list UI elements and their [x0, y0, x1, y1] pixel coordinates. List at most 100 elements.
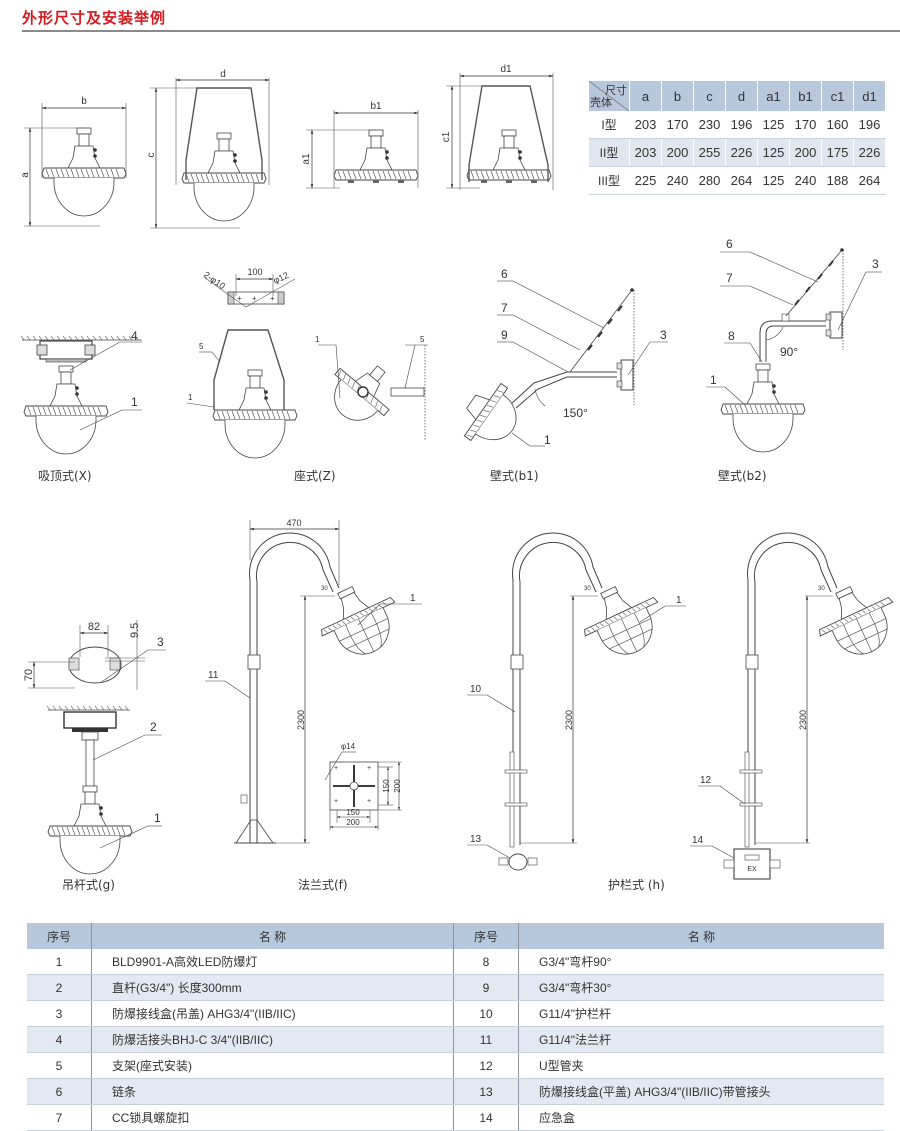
callout-2: 2	[150, 720, 157, 734]
page-title: 外形尺寸及安装举例	[22, 9, 167, 27]
header-no-left: 序号	[27, 923, 92, 949]
angle-90: 90°	[780, 345, 798, 359]
caption-guardrail: 护栏式 (h)	[608, 878, 665, 892]
dim-label-470: 470	[286, 518, 301, 528]
cell: 225	[629, 166, 662, 195]
part-no: 6	[27, 1078, 92, 1105]
corner-cell: 尺寸 壳体	[589, 81, 630, 111]
figure-ceiling-mount: 4 1	[20, 329, 142, 455]
dim-label-hole-14: φ14	[341, 742, 356, 751]
cell: 200	[789, 138, 822, 167]
figure-type-a1-b1: b1 a1	[301, 101, 419, 189]
cell: 255	[693, 138, 726, 167]
callout-5: 5	[199, 342, 204, 351]
part-name: 防爆接线盒(吊盖) AHG3/4"(IIB/IIC)	[91, 1000, 454, 1027]
corner-top-label: 尺寸	[605, 85, 627, 97]
callout-13: 13	[470, 834, 482, 845]
callout-5b: 5	[420, 335, 425, 344]
part-name: U型管夹	[518, 1052, 884, 1079]
part-name: G3/4"弯杆90°	[518, 949, 884, 975]
callout-3: 3	[872, 257, 879, 271]
callout-12: 12	[700, 775, 712, 786]
part-no: 2	[27, 974, 92, 1001]
figure-wall-b1: 150° 6 7 9 3 1	[463, 267, 668, 447]
svg-text:+: +	[334, 798, 338, 805]
callout-11: 11	[208, 670, 219, 681]
caption-flange: 法兰式(f)	[298, 878, 348, 892]
callout-10: 10	[470, 684, 482, 695]
callout-8: 8	[728, 329, 735, 343]
cell: 175	[821, 138, 854, 167]
part-no: 1	[27, 949, 92, 975]
header-no-right: 序号	[453, 923, 519, 949]
dim-label-200-v: 200	[393, 779, 402, 793]
parts-row: 4 防爆活接头BHJ-C 3/4"(IIB/IIC) 11 G11/4"法兰杆	[27, 1026, 884, 1053]
dimension-table-header: 尺寸 壳体 a b c d a1 b1 c1 d1	[589, 81, 886, 111]
col-b1: b1	[789, 81, 822, 111]
callout-1: 1	[131, 395, 138, 409]
dim-label-c1: c1	[441, 131, 452, 142]
dim-label-70: 70	[23, 669, 35, 681]
part-no: 11	[453, 1026, 519, 1053]
callout-6: 6	[501, 267, 508, 281]
dimension-row: I型 203 170 230 196 125 170 160 196	[589, 111, 886, 139]
cell: 203	[629, 138, 662, 167]
row-type: II型	[589, 138, 630, 167]
part-name: 防爆活接头BHJ-C 3/4"(IIB/IIC)	[91, 1026, 454, 1053]
figure-pendant: 82 9.5 70 3 2 1	[23, 620, 166, 875]
dim-label-a: a	[20, 172, 31, 178]
cell: 125	[757, 138, 790, 167]
svg-text:+: +	[367, 765, 371, 772]
callout-1: 1	[154, 811, 161, 825]
cell: 226	[725, 138, 758, 167]
dim-label-hole-left: 2-φ10	[202, 269, 227, 291]
callout-7: 7	[726, 271, 733, 285]
dimension-table: 尺寸 壳体 a b c d a1 b1 c1 d1 I型 203 170 230…	[589, 81, 886, 195]
dim-label-100: 100	[247, 267, 262, 277]
parts-row: 3 防爆接线盒(吊盖) AHG3/4"(IIB/IIC) 10 G11/4"护栏…	[27, 1000, 884, 1027]
dim-label-b: b	[81, 96, 87, 107]
callout-3: 3	[660, 328, 667, 342]
cell: 280	[693, 166, 726, 195]
figure-type-c1-d1: d1 c1	[441, 64, 554, 190]
col-a: a	[629, 81, 662, 111]
dim-label-c: c	[146, 153, 157, 158]
part-no: 5	[27, 1052, 92, 1079]
part-name: 防爆接线盒(平盖) AHG3/4"(IIB/IIC)带管接头	[518, 1078, 884, 1105]
dim-label-200-h: 200	[346, 818, 360, 827]
part-name: 支架(座式安装)	[91, 1052, 454, 1079]
dim-label-150-v: 150	[382, 779, 391, 793]
figure-type-a-b: b a	[20, 96, 127, 227]
cell: 230	[693, 111, 726, 139]
part-name: 直杆(G3/4") 长度300mm	[91, 974, 454, 1001]
parts-row: 1 BLD9901-A高效LED防爆灯 8 G3/4"弯杆90°	[27, 949, 884, 975]
row-type: I型	[589, 111, 630, 139]
part-name: G11/4"法兰杆	[518, 1026, 884, 1053]
dim-label-b1: b1	[370, 101, 382, 112]
part-no: 7	[27, 1104, 92, 1131]
figure-guardrail-left: 30 2300 1 10 13	[467, 532, 686, 871]
parts-row: 2 直杆(G3/4") 长度300mm 9 G3/4"弯杆30°	[27, 974, 884, 1001]
callout-1: 1	[544, 433, 551, 447]
dim-label-d1: d1	[500, 64, 512, 75]
caption-ceiling: 吸顶式(X)	[38, 469, 92, 483]
parts-row: 6 链条 13 防爆接线盒(平盖) AHG3/4"(IIB/IIC)带管接头	[27, 1078, 884, 1105]
cell: 196	[853, 111, 886, 139]
cell: 264	[853, 166, 886, 195]
dimension-row: II型 203 200 255 226 125 200 175 226	[589, 138, 886, 167]
cell: 240	[789, 166, 822, 195]
cell: 240	[661, 166, 694, 195]
part-no: 10	[453, 1000, 519, 1027]
title-divider	[22, 30, 900, 32]
cell: 226	[853, 138, 886, 167]
header-name-right: 名 称	[518, 923, 884, 949]
cell: 170	[661, 111, 694, 139]
cell: 196	[725, 111, 758, 139]
cell: 200	[661, 138, 694, 167]
caption-wall-b1: 壁式(b1)	[490, 469, 539, 483]
dim-label-82: 82	[88, 621, 100, 633]
dimension-row: III型 225 240 280 264 125 240 188 264	[589, 166, 886, 195]
dim-label-2300b: 2300	[798, 710, 808, 730]
col-d: d	[725, 81, 758, 111]
cell: 203	[629, 111, 662, 139]
